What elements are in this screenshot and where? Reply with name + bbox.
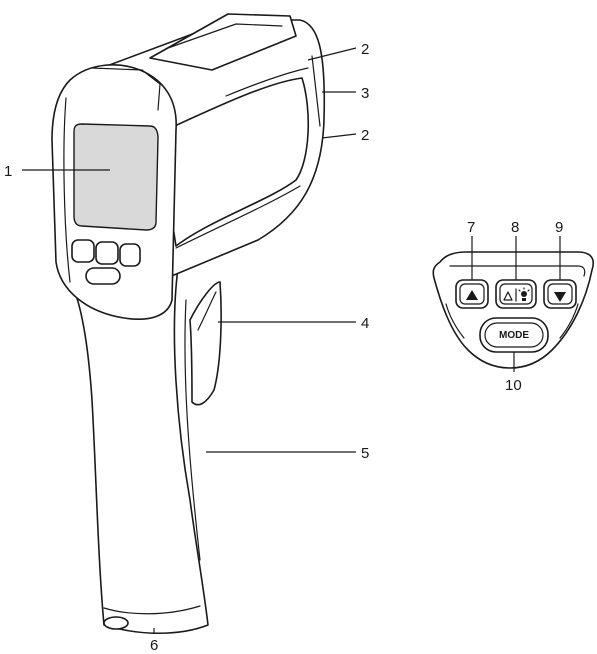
callout-5: 5 — [361, 445, 369, 462]
callout-leaders — [22, 47, 357, 634]
front-button-laser — [95, 241, 119, 265]
callout-9: 9 — [555, 219, 563, 236]
callout-8: 8 — [511, 219, 519, 236]
triangle-up-icon — [466, 290, 478, 300]
keypad-down-button — [543, 279, 577, 309]
ir-thermometer-drawing — [51, 13, 326, 634]
callout-7: 7 — [467, 219, 475, 236]
keypad-up-button — [455, 279, 489, 309]
callout-6: 6 — [150, 637, 158, 654]
front-button-up — [71, 239, 95, 263]
keypad-laser-light-button — [495, 279, 537, 309]
leader-2b — [321, 133, 357, 139]
front-button-down — [119, 243, 141, 267]
callout-2-top: 2 — [361, 41, 369, 58]
trigger — [189, 281, 222, 406]
keypad-detail: MODE 7 8 9 10 — [432, 219, 594, 394]
front-keypad — [71, 239, 141, 285]
mode-button-label: MODE — [499, 330, 529, 341]
keypad-mode-button: MODE — [479, 317, 549, 353]
callout-2-bottom: 2 — [361, 127, 369, 144]
display-screen — [73, 123, 159, 231]
leader-2a — [307, 47, 357, 61]
lanyard-hole — [103, 616, 129, 630]
handle-grip — [69, 267, 209, 634]
laser-aperture-cap — [149, 13, 297, 71]
callout-numbers: 1 2 3 2 4 5 6 — [4, 41, 369, 654]
laser-and-light-icon — [503, 287, 530, 302]
callout-4: 4 — [361, 315, 369, 332]
front-button-mode — [85, 267, 121, 285]
callout-3: 3 — [361, 85, 369, 102]
callout-10: 10 — [505, 377, 522, 394]
triangle-down-icon — [554, 292, 566, 302]
callout-1: 1 — [4, 163, 12, 180]
